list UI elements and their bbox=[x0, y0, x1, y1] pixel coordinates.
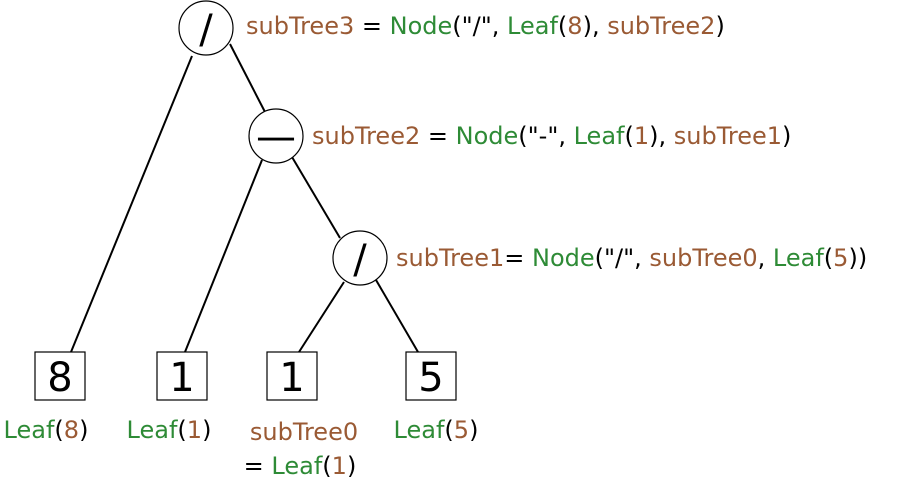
ann-subtree2-var: subTree2 bbox=[312, 122, 420, 150]
ann-subtree2-close: ), bbox=[649, 122, 674, 150]
ann-subtree2-open: ( bbox=[624, 122, 633, 150]
ann-subtree2-node: Node bbox=[456, 122, 519, 150]
node-root: / bbox=[178, 0, 234, 56]
ann-subtree3-leaf: Leaf bbox=[507, 12, 558, 40]
ann-subtree1-op: ("/", bbox=[595, 244, 650, 272]
node-minus-circle bbox=[248, 108, 304, 164]
node-minus-operator: — bbox=[256, 114, 296, 160]
label-leaf5-close: ) bbox=[469, 416, 478, 444]
edge-root-leaf8 bbox=[70, 55, 193, 353]
edge-inner-leaf5 bbox=[375, 279, 419, 353]
node-root-operator: / bbox=[199, 7, 213, 53]
ann-subtree1-num: 5 bbox=[833, 244, 848, 272]
label-subtree0-num: 1 bbox=[332, 452, 347, 480]
label-leaf5: Leaf(5) bbox=[394, 416, 479, 444]
label-leaf1a: Leaf(1) bbox=[127, 416, 212, 444]
label-leaf1a-open: ( bbox=[177, 416, 186, 444]
leaf-8-value: 8 bbox=[47, 355, 72, 401]
ann-subtree2-leaf: Leaf bbox=[574, 122, 625, 150]
annotation-subtree2: subTree2 = Node("-", Leaf(1), subTree1) bbox=[312, 122, 791, 150]
ann-subtree1-end: )) bbox=[848, 244, 867, 272]
ann-subtree3-op: ("/", bbox=[452, 12, 507, 40]
edge-minus-inner bbox=[291, 156, 341, 239]
label-leaf5-open: ( bbox=[444, 416, 453, 444]
annotation-subtree1: subTree1= Node("/", subTree0, Leaf(5)) bbox=[396, 244, 867, 272]
ann-subtree2-eq: = bbox=[420, 122, 455, 150]
label-leaf5-num: 5 bbox=[454, 416, 469, 444]
label-leaf8-close: ) bbox=[79, 416, 88, 444]
leaf-1-a: 1 bbox=[156, 351, 208, 401]
label-leaf1a-leaf: Leaf bbox=[127, 416, 178, 444]
leaf-5-box bbox=[405, 351, 457, 401]
leaf-1-a-value: 1 bbox=[169, 355, 194, 401]
ann-subtree3-var: subTree3 bbox=[246, 12, 354, 40]
label-subtree0-close: ) bbox=[347, 452, 356, 480]
leaf-1-a-box bbox=[156, 351, 208, 401]
ann-subtree3-num: 8 bbox=[567, 12, 582, 40]
node-inner-circle bbox=[332, 230, 388, 286]
ann-subtree1-open: ( bbox=[824, 244, 833, 272]
label-subtree0-line2: = Leaf(1) bbox=[244, 452, 357, 480]
ann-subtree1-leaf: Leaf bbox=[773, 244, 824, 272]
ann-subtree2-op: ("-", bbox=[518, 122, 573, 150]
ann-subtree1-node: Node bbox=[532, 244, 595, 272]
label-leaf5-leaf: Leaf bbox=[394, 416, 445, 444]
ann-subtree1-var: subTree1 bbox=[396, 244, 504, 272]
ann-subtree1-ref: subTree0 bbox=[649, 244, 757, 272]
tree-edges bbox=[70, 43, 419, 353]
ann-subtree3-ref: subTree2 bbox=[607, 12, 715, 40]
ann-subtree2-ref: subTree1 bbox=[674, 122, 782, 150]
ann-subtree1-comma: , bbox=[758, 244, 773, 272]
leaf-5: 5 bbox=[405, 351, 457, 401]
ann-subtree1-eq: = bbox=[504, 244, 532, 272]
node-inner-operator: / bbox=[353, 237, 367, 283]
label-subtree0-eq: = bbox=[244, 452, 272, 480]
ann-subtree3-end: ) bbox=[715, 12, 724, 40]
annotation-subtree3: subTree3 = Node("/", Leaf(8), subTree2) bbox=[246, 12, 725, 40]
label-leaf8-leaf: Leaf bbox=[4, 416, 55, 444]
ann-subtree3-eq: = bbox=[354, 12, 389, 40]
node-minus: — bbox=[248, 108, 304, 164]
ann-subtree3-open: ( bbox=[558, 12, 567, 40]
leaf-8-box bbox=[34, 351, 86, 401]
label-leaf8: Leaf(8) bbox=[4, 416, 89, 444]
ann-subtree2-num: 1 bbox=[634, 122, 649, 150]
edge-root-minus bbox=[229, 43, 266, 113]
leaf-1-b-box bbox=[266, 351, 318, 401]
label-leaf1a-num: 1 bbox=[187, 416, 202, 444]
label-leaf1a-close: ) bbox=[202, 416, 211, 444]
label-leaf8-num: 8 bbox=[64, 416, 79, 444]
label-subtree0-open: ( bbox=[322, 452, 331, 480]
label-subtree0-line1: subTree0 bbox=[250, 418, 358, 446]
label-leaf8-open: ( bbox=[54, 416, 63, 444]
edge-inner-subtree0 bbox=[298, 281, 345, 353]
ann-subtree3-node: Node bbox=[390, 12, 453, 40]
ann-subtree2-end: ) bbox=[782, 122, 791, 150]
leaf-5-value: 5 bbox=[418, 355, 443, 401]
leaf-8: 8 bbox=[34, 351, 86, 401]
ann-subtree3-close: ), bbox=[583, 12, 608, 40]
node-root-circle bbox=[178, 0, 234, 56]
leaf-1-b-value: 1 bbox=[279, 355, 304, 401]
label-subtree0-leaf: Leaf bbox=[271, 452, 322, 480]
label-subtree0-var: subTree0 bbox=[250, 418, 358, 446]
node-inner: / bbox=[332, 230, 388, 286]
leaf-1-b: 1 bbox=[266, 351, 318, 401]
edge-minus-leaf1 bbox=[184, 159, 263, 353]
